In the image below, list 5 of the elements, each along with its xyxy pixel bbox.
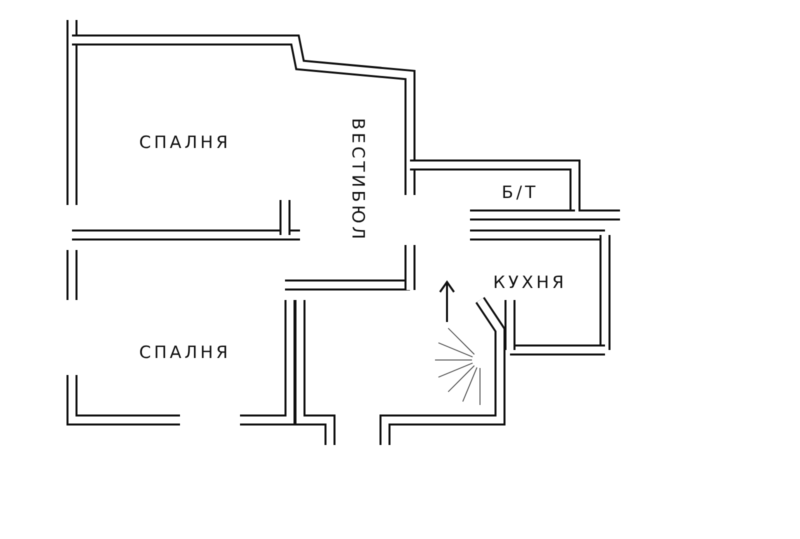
- room-label: СПАЛНЯ: [139, 132, 231, 152]
- room-label: ВЕСТИБЮЛ: [348, 118, 368, 242]
- room-label: Б/Т: [502, 183, 538, 203]
- room-label: КУХНЯ: [493, 272, 567, 292]
- room-label: СПАЛНЯ: [139, 342, 231, 362]
